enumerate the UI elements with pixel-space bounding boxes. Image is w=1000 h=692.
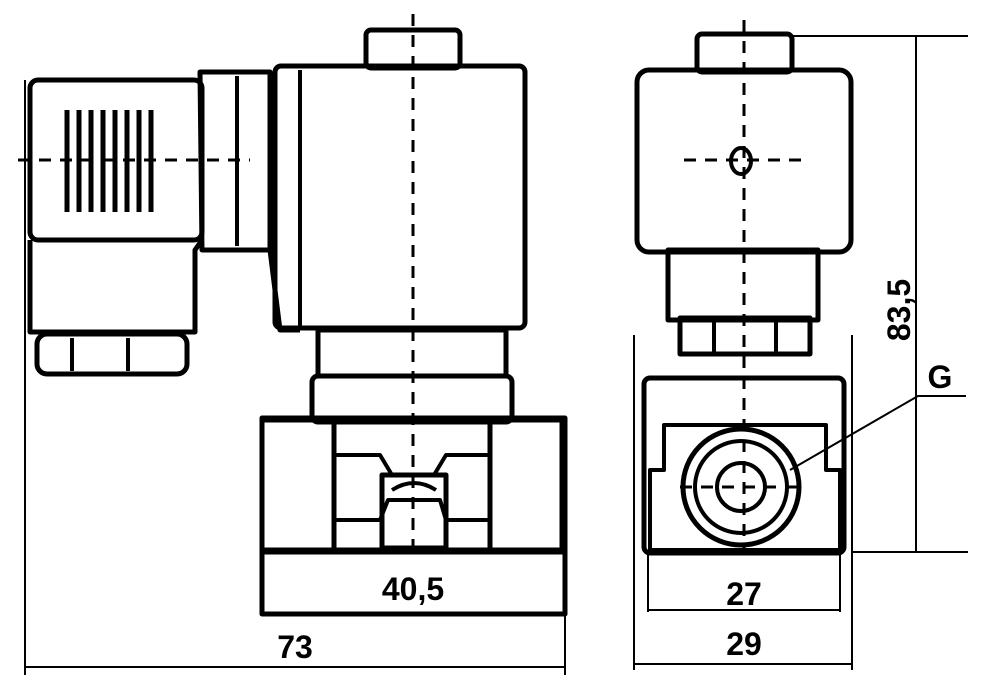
left-port [259, 417, 337, 553]
dim-outer-width: 29 [726, 626, 762, 662]
dim-total-length: 73 [277, 629, 313, 665]
front-coil [634, 67, 854, 255]
right-port [487, 417, 565, 553]
cable-gland [34, 331, 190, 377]
dim-width-body: 40,5 [382, 571, 444, 607]
dim-height: 83,5 [881, 279, 917, 341]
dimension-lines [24, 35, 968, 675]
dim-inner-width: 27 [726, 576, 762, 612]
thread-label: G [928, 359, 953, 395]
side-view [27, 27, 568, 617]
coil [272, 63, 528, 331]
center-lines [18, 14, 805, 548]
thread-leader [789, 395, 966, 471]
connector-lower [27, 238, 205, 335]
front-port-face [648, 423, 842, 552]
port-outer-circle [680, 426, 802, 548]
